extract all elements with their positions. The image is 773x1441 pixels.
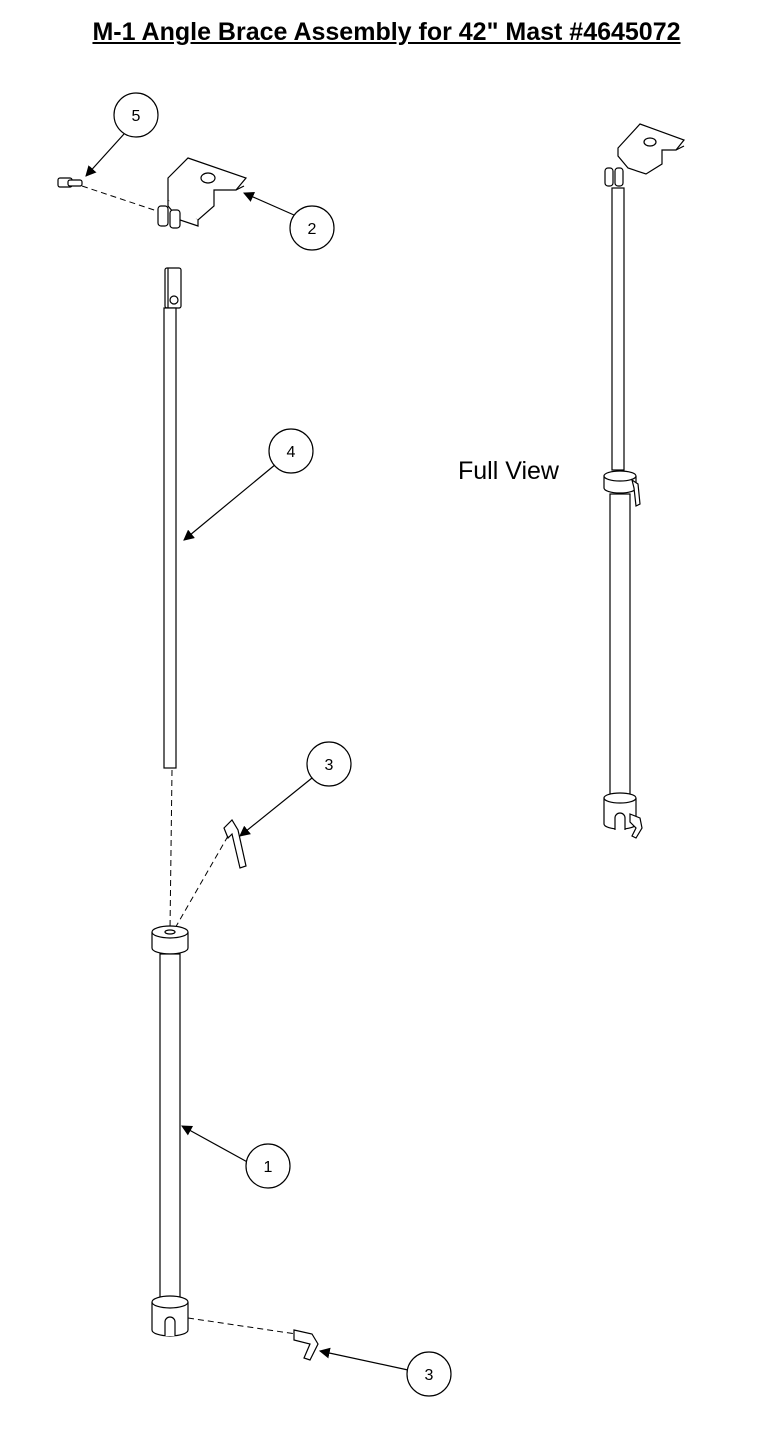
- foot-dashed-line: [187, 1317, 297, 1335]
- callout-2-label: 2: [308, 221, 317, 238]
- part-5-pin: [57, 177, 83, 188]
- callout-3-upper: 3: [306, 741, 352, 787]
- callout-2: 2: [289, 205, 335, 251]
- callout-5: 5: [113, 92, 159, 138]
- part-3-lower-clip: [293, 1329, 319, 1361]
- pin-dashed-line: [81, 185, 167, 215]
- callout-3-upper-label: 3: [325, 757, 334, 774]
- callout-4: 4: [268, 428, 314, 474]
- full-view-label: Full View: [458, 457, 559, 485]
- part-3-upper-clip: [223, 819, 247, 869]
- callout-3-lower-label: 3: [425, 1367, 434, 1384]
- callout-3-lower: 3: [406, 1351, 452, 1397]
- callout-1-label: 1: [264, 1159, 273, 1176]
- full-view-assembly: [603, 123, 685, 839]
- part-2-bracket: [157, 157, 248, 229]
- leader-lines: [85, 133, 409, 1371]
- callout-4-label: 4: [287, 444, 296, 461]
- callout-1: 1: [245, 1143, 291, 1189]
- part-4-upper-tube: [163, 267, 182, 769]
- part-1-lower-tube: [151, 925, 189, 1337]
- clip-dashed-line: [173, 835, 229, 931]
- page-title: M-1 Angle Brace Assembly for 42" Mast #4…: [92, 18, 681, 46]
- tube-dashed-line: [169, 769, 173, 931]
- callout-5-label: 5: [132, 108, 141, 125]
